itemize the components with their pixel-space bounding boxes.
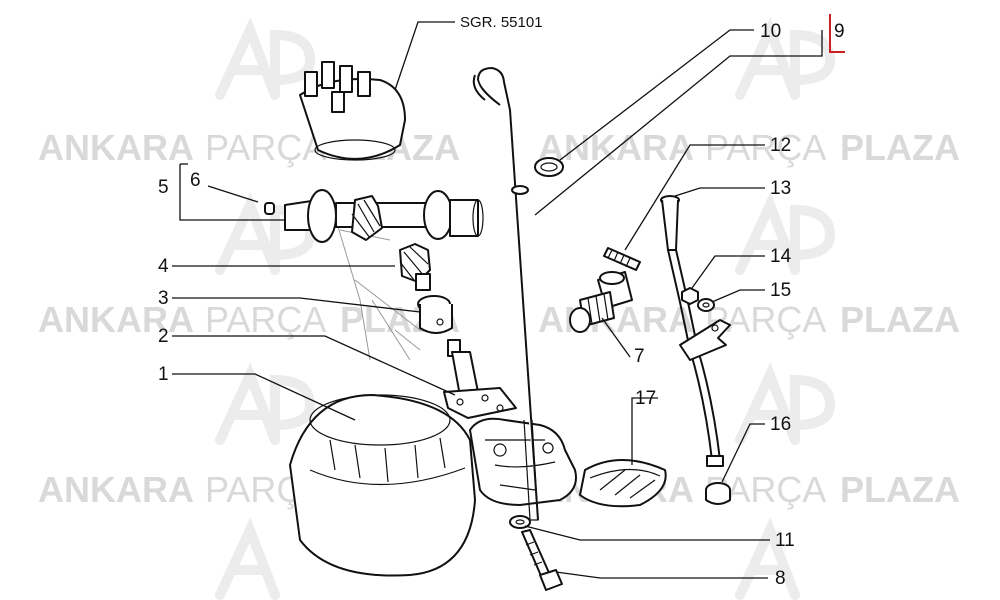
callout-5: 5 bbox=[158, 177, 169, 198]
reference-label: SGR. 55101 bbox=[460, 14, 543, 31]
watermark-logo-icon bbox=[735, 17, 836, 100]
watermark-word: ANKARA bbox=[538, 127, 694, 168]
watermark-logo-icon bbox=[215, 362, 316, 445]
callout-14: 14 bbox=[770, 246, 792, 267]
watermark-word: ANKARA bbox=[38, 127, 194, 168]
callout-6: 6 bbox=[190, 170, 201, 191]
callout-13: 13 bbox=[770, 178, 791, 199]
callout-11: 11 bbox=[775, 530, 795, 551]
leader-lines bbox=[172, 21, 823, 579]
oil-strainer bbox=[579, 459, 667, 508]
watermark-word: PARÇA bbox=[205, 299, 326, 340]
watermark-word: ANKARA bbox=[38, 469, 194, 510]
callout-8: 8 bbox=[775, 568, 786, 589]
watermark-word: PARÇA bbox=[705, 127, 826, 168]
bolt bbox=[521, 529, 563, 591]
callout-7: 7 bbox=[634, 346, 645, 367]
callout-15: 15 bbox=[770, 280, 791, 301]
callout-9: 9 bbox=[834, 21, 845, 42]
callout-1: 1 bbox=[158, 364, 169, 385]
tube-bracket bbox=[679, 319, 731, 361]
callout-10: 10 bbox=[760, 21, 781, 42]
callout-17: 17 bbox=[635, 388, 656, 409]
bolt-washer bbox=[509, 515, 531, 529]
watermark-logo-icon bbox=[215, 17, 316, 100]
watermark-word: PARÇA bbox=[205, 127, 326, 168]
watermark-word: ANKARA bbox=[38, 299, 194, 340]
bushing bbox=[417, 295, 453, 334]
callout-16: 16 bbox=[770, 414, 791, 435]
oil-pump-shaft-bracket bbox=[443, 339, 517, 419]
pin-part bbox=[264, 202, 275, 215]
tube-seal bbox=[705, 482, 731, 505]
oil-dipstick bbox=[472, 67, 539, 521]
watermark-logo-icon bbox=[735, 517, 800, 600]
nut bbox=[681, 287, 699, 305]
watermark-logo-icon bbox=[215, 517, 280, 600]
distributor-shaft-assembly bbox=[284, 189, 484, 243]
oil-filter bbox=[289, 394, 476, 577]
oil-pressure-fitting bbox=[569, 271, 633, 333]
callout-4: 4 bbox=[158, 256, 169, 277]
watermark-logo-icon bbox=[735, 362, 836, 445]
watermark-word: PLAZA bbox=[840, 127, 960, 168]
watermark-text: ANKARA PARÇA PLAZA ANKARA PARÇA PLAZA AN… bbox=[38, 127, 960, 510]
red-bracket bbox=[829, 14, 845, 53]
watermark-logo-icon bbox=[735, 192, 836, 275]
callout-3: 3 bbox=[158, 288, 169, 309]
drive-gear bbox=[399, 243, 431, 291]
callout-labels: SGR. 55101 1 2 3 4 5 6 7 8 9 10 11 12 13… bbox=[158, 14, 845, 589]
distributor-cap bbox=[299, 61, 406, 161]
watermark-word: PARÇA bbox=[705, 299, 826, 340]
watermark-word: PLAZA bbox=[840, 469, 960, 510]
callout-bracket bbox=[829, 14, 845, 53]
watermark-word: PLAZA bbox=[840, 299, 960, 340]
callout-12: 12 bbox=[770, 135, 791, 156]
oil-pump-body bbox=[469, 417, 577, 506]
watermark-logos bbox=[215, 17, 836, 600]
stud bbox=[603, 247, 641, 271]
washer bbox=[697, 298, 715, 312]
o-ring bbox=[534, 157, 564, 177]
callout-2: 2 bbox=[158, 326, 169, 347]
